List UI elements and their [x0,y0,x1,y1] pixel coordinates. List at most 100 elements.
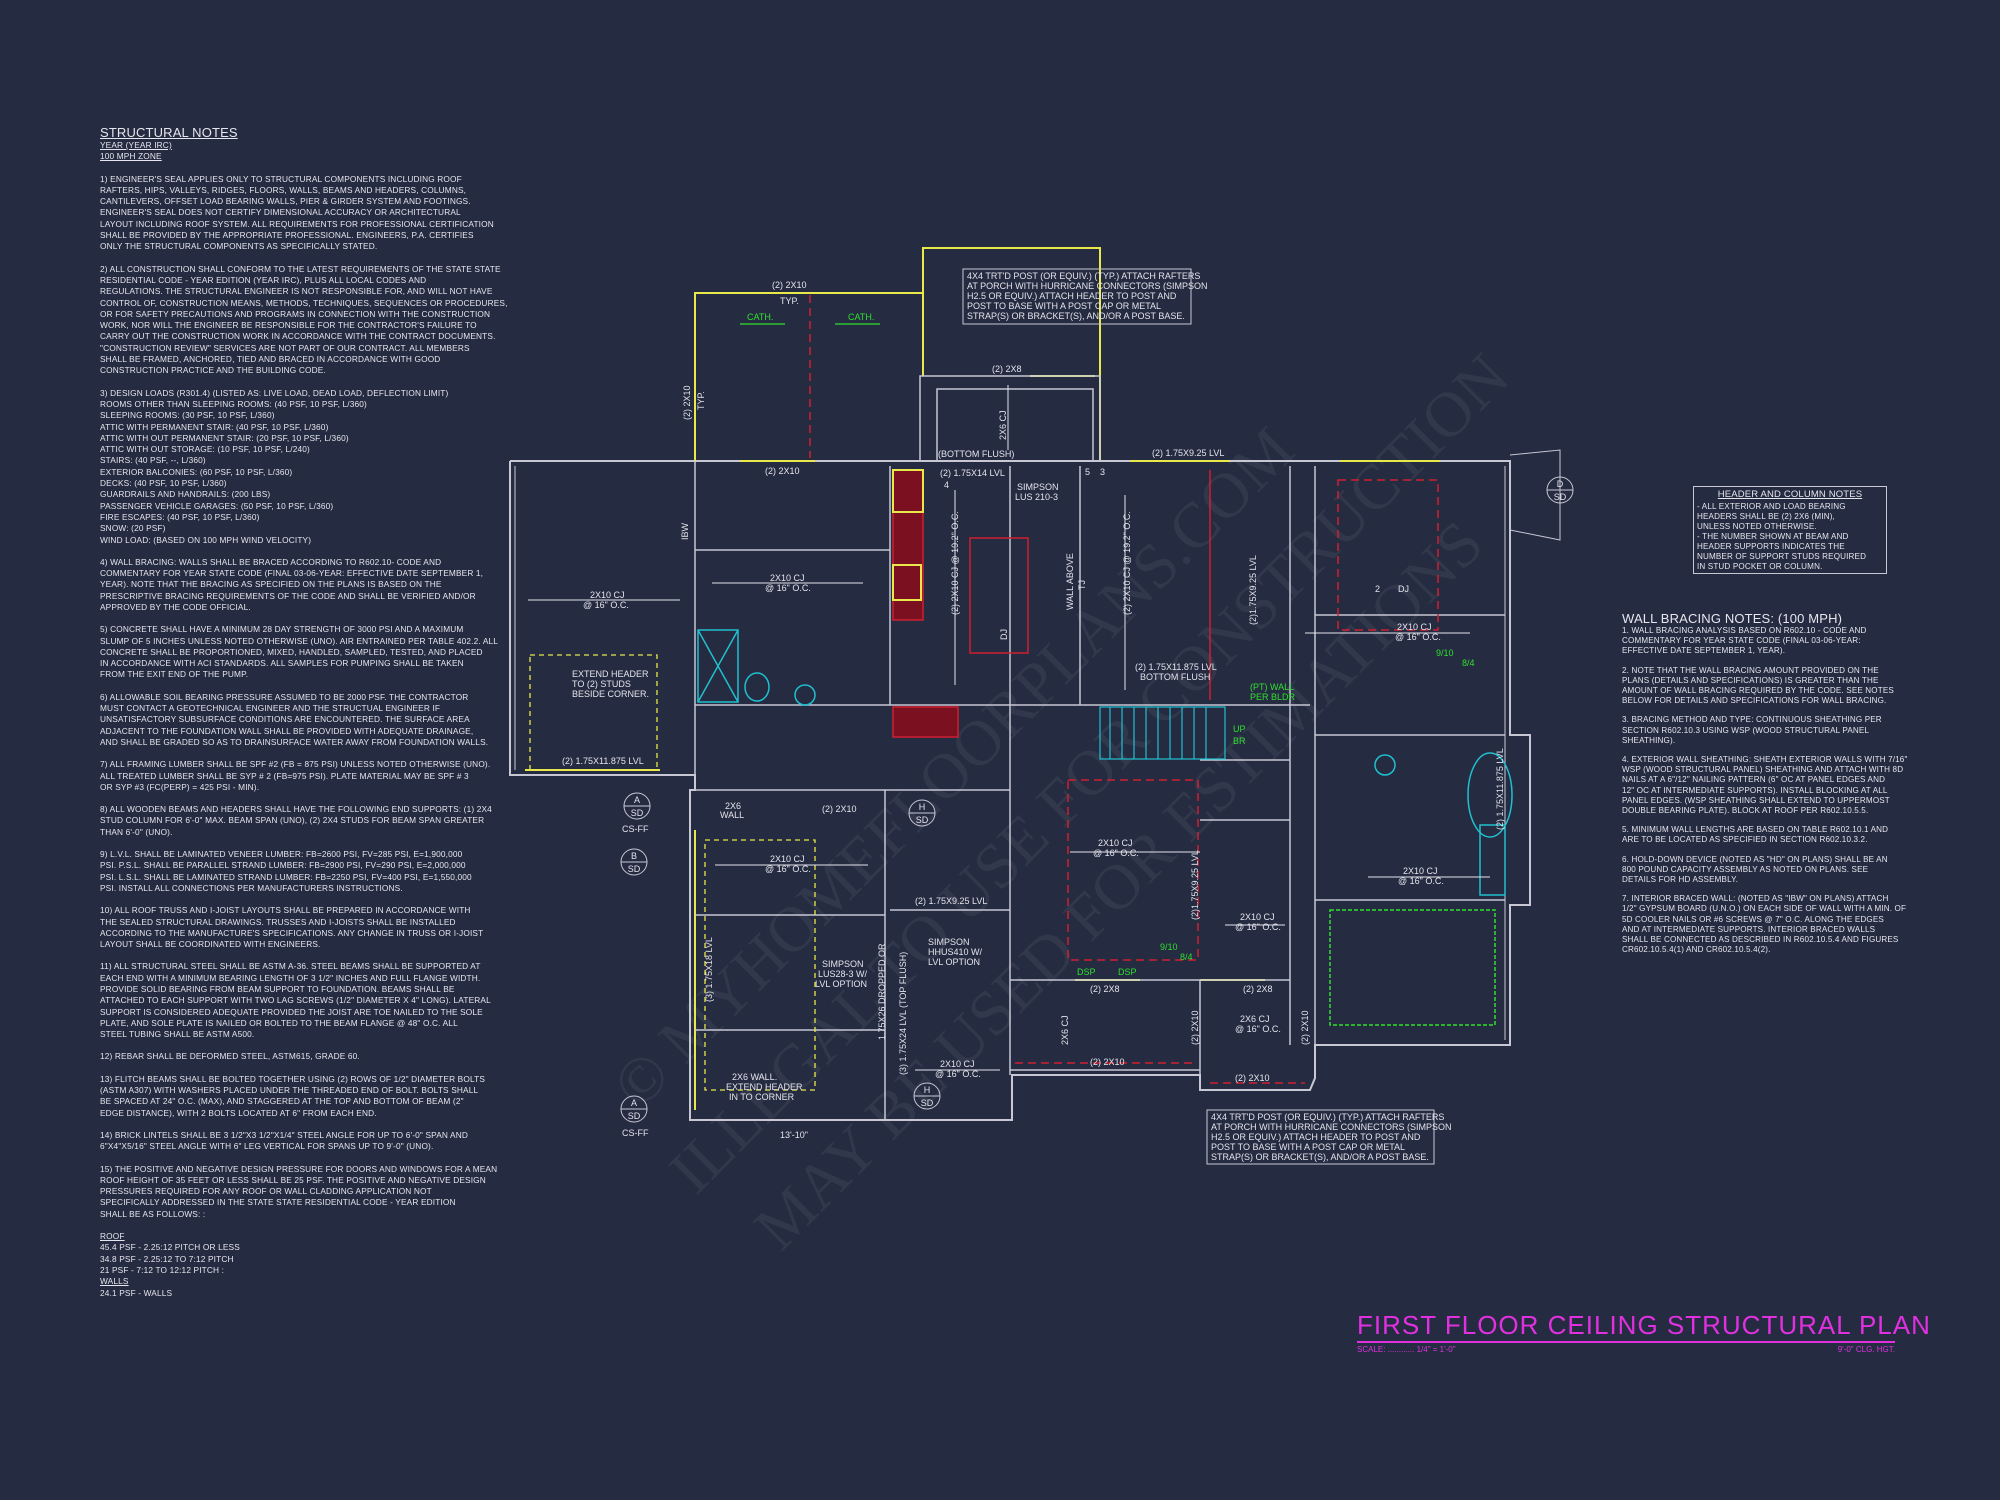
note-line: SECTION R602.10.3 USING WSP (WOOD STRUCT… [1622,725,1870,735]
plan-text: SD [628,1111,641,1121]
wall-bracing-note-3: 3. BRACING METHOD AND TYPE: CONTINUOUS S… [1622,715,1922,746]
note-line: PSI. INSTALL ALL CONNECTIONS PER MANUFAC… [100,882,403,893]
interior-walls [694,461,1505,1120]
exterior-walls [509,449,1561,1121]
note-line: 3. BRACING METHOD AND TYPE: CONTINUOUS S… [1622,715,1882,725]
note-line: 2. NOTE THAT THE WALL BRACING AMOUNT PRO… [1622,665,1879,675]
label-hanger: LUS28-3 W/ [818,969,868,979]
note-line: EACH END WITH A MINIMUM BEARING LENGTH O… [100,972,481,983]
structural-note-7: 7) ALL FRAMING LUMBER SHALL BE SPF #2 (F… [100,759,490,793]
plan-text: H [919,802,926,812]
structural-notes: STRUCTURAL NOTES YEAR (YEAR IRC) 100 mph… [100,125,508,1299]
label-header: (2) 2x8 [1090,984,1120,994]
note-line: CR602.10.5.4(1) AND CR602.10.5.4(2). [1622,945,1771,955]
label-dj: DJ [999,629,1009,640]
note-line: BE SPACED AT 24" O.C. (MAX), AND STAGGER… [100,1096,464,1107]
wall-bracing-notes: WALL BRACING NOTES: (100 MPH) 1. WALL BR… [1622,611,1922,964]
structural-note-12: 12) REBAR SHALL BE DEFORMED STEEL, ASTM6… [100,1051,490,1062]
note-line: SLUMP OF 5 INCHES UNLESS NOTED OTHERWISE… [100,635,499,646]
label-opening: 8/4 [1462,658,1475,668]
note-line: 7. INTERIOR BRACED WALL: (NOTED AS "IBW"… [1622,894,1889,904]
note-line: 10) ALL ROOF TRUSS AND I-JOIST LAYOUTS S… [100,905,471,916]
note-line: THAN 6'-0" (UNO). [100,826,173,837]
structural-notes-code-year: YEAR (YEAR IRC) [100,140,172,150]
label-spacing: @ 16" O.C. [583,600,629,610]
note-line: CONSTRUCTION PRACTICE AND THE BUILDING C… [100,365,326,376]
note-line: REGULATIONS. THE STRUCTURAL ENGINEER IS … [100,286,493,297]
label-typ: TYP. [696,391,706,410]
note-line: 6) ALLOWABLE SOIL BEARING PRESSURE ASSUM… [100,691,469,702]
note-line: PROVIDE SOLID BEARING FROM BEAM SUPPORT … [100,984,455,994]
note-line: AND AT INTERMEDIATE SUPPORTS. INTERIOR B… [1622,924,1876,934]
plan-text: SD [921,1098,934,1108]
porch-lower-box [919,375,1101,462]
stud-count: 3 [1100,467,1105,477]
plan-text: SD [628,864,641,874]
note-line: PLANS (DETAILS AND SPECIFICATIONS) IS GR… [1622,675,1879,685]
title-underline [1357,1341,1895,1343]
note-line: PASSENGER VEHICLE GARAGES: (50 PSF, 10 P… [100,500,334,511]
label-hanger: HHUS410 W/ [928,947,983,957]
label-note: EXTEND HEADER [572,669,649,679]
joist-span-arrows [528,385,1490,1071]
structural-notes-paragraphs: 1) ENGINEER'S SEAL APPLIES ONLY TO STRUC… [100,174,508,1220]
walls-line: 24.1 PSF - WALLS [100,1287,173,1298]
note-line: PLATE, AND SOLE PLATE IS NAILED OR BOLTE… [100,1017,458,1028]
label-ceiling-joist: 2x10 CJ [770,573,805,583]
label-hanger: SIMPSON [928,937,970,947]
label-header: (2) 2x10 [1190,1010,1200,1045]
plan-text: POST TO BASE WITH A POST CAP OR METAL [1211,1142,1405,1152]
label-spacing: @ 16" O.C. [1398,876,1444,886]
label-pt-wall: PER BLDR [1250,692,1296,702]
label-beam: (2) 1.75x9.25 LVL [1152,448,1224,458]
note-line: SLEEPING ROOMS: (30 PSF, 10 PSF, L/360) [100,410,275,421]
note-line: ALL TREATED LUMBER SHALL BE SYP # 2 (Fb=… [100,770,469,781]
note-line: CONTROL OF, CONSTRUCTION MEANS, METHODS,… [100,297,508,308]
note-line: FIRE ESCAPES: (40 PSF, 10 PSF, L/360) [100,511,260,522]
note-line: STAIRS: (40 PSF, --, L/360) [100,455,206,466]
note-line: DETAILS FOR HD ASSEMBLY. [1622,875,1739,885]
plan-text: POST TO BASE WITH A POST CAP OR METAL [967,301,1161,311]
label-beam: (2) 1.75x11.875 LVL [562,756,644,766]
note-line: ROOMS OTHER THAN SLEEPING ROOMS: (40 PSF… [100,398,367,409]
label-header: (2) 2x10 [822,804,857,814]
label-beam: BOTTOM FLUSH [1140,672,1210,682]
note-line: CONCRETE SHALL BE PROPORTIONED, MIXED, H… [100,646,483,657]
structural-note-10: 10) ALL ROOF TRUSS AND I-JOIST LAYOUTS S… [100,905,490,950]
label-spacing: @ 16" O.C. [1395,632,1441,642]
note-line: 14) BRICK LINTELS SHALL BE 3 1/2"x3 1/2"… [100,1129,468,1140]
label-pt-wall: (PT) WALL [1250,682,1294,692]
note-line: ACCORDING TO THE MANUFACTURE'S SPECIFICA… [100,927,484,938]
note-line: EFFECTIVE DATE SEPTEMBER 1, YEAR). [1622,646,1786,656]
label-header: (2) 2x10 [1235,1073,1270,1083]
note-line: 12) REBAR SHALL BE DEFORMED STEEL, ASTM6… [100,1051,360,1062]
note-line: WIND LOAD: (BASED ON 100 MPH WIND VELOCI… [100,534,312,545]
stud-count: 5 [1085,467,1090,477]
structural-notes-wind-zone: 100 mph ZONE [100,151,162,162]
note-line: 1/2" GYPSUM BOARD (U.N.O.) ON EACH SIDE … [1622,904,1907,914]
plan-text: H [924,1085,931,1095]
label-header: (2) 2x10 [682,385,692,420]
label-hanger: SIMPSON [822,959,864,969]
note-line: 6. HOLD-DOWN DEVICE (NOTED AS "HD" ON PL… [1622,854,1888,864]
note-line: NUMBER OF SUPPORT STUDS REQUIRED [1697,552,1867,562]
note-line: OR SYP #3 (Fc(perp) = 425 PSI - MIN). [100,781,260,792]
structural-notes-title: STRUCTURAL NOTES [100,125,238,140]
note-line: 8) ALL WOODEN BEAMS AND HEADERS SHALL HA… [100,804,492,815]
note-line: 15) THE POSITIVE AND NEGATIVE DESIGN PRE… [100,1163,498,1174]
label-spacing: @ 16" O.C. [1235,1024,1281,1034]
label-ceiling-joist: 2x6 CJ [1060,1015,1070,1045]
wall-bracing-note-6: 6. HOLD-DOWN DEVICE (NOTED AS "HD" ON PL… [1622,855,1922,886]
note-line: PSI. P.S.L. SHALL BE PARALLEL STRAND LUM… [100,860,466,871]
label-note: 2X6 WALL. [732,1072,777,1082]
note-line: BELOW FOR DETAILS AND SPECIFICATIONS FOR… [1622,696,1887,706]
note-line: STUD COLUMN FOR 6'-0" MAX. BEAM SPAN (UN… [100,815,485,826]
label-header: (2) 2x10 [765,466,800,476]
label-opening: 9/10 [1160,942,1178,952]
label-header: (2) 2x10 [1090,1057,1125,1067]
label-beam: 1.75x26 DROPPED OR [877,943,887,1040]
plan-text: B [631,851,637,861]
label-ceiling-joist: 2x10 CJ [940,1059,975,1069]
note-line: ENGINEER'S SEAL DOES NOT CERTIFY DIMENSI… [100,207,461,218]
wall-bracing-note-5: 5. MINIMUM WALL LENGTHS ARE BASED ON TAB… [1622,825,1922,845]
